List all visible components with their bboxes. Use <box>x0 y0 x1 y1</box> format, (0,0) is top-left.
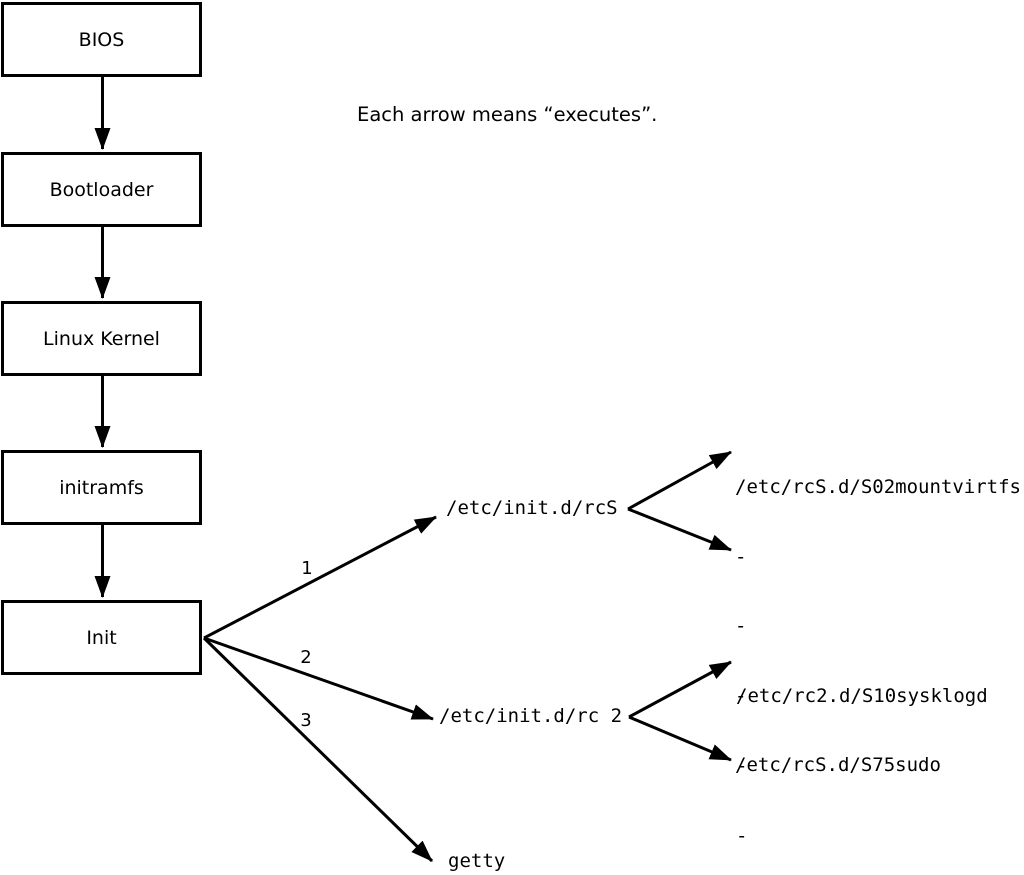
arrow-label-1: 1 <box>301 558 313 579</box>
arrow-init-to-getty <box>202 636 434 863</box>
arrow-init-to-rc2 <box>203 636 434 721</box>
box-init: Init <box>1 600 202 675</box>
arrow-rcS-to-last-script <box>627 507 732 552</box>
list-item: - <box>735 615 747 638</box>
arrow-label-3: 3 <box>300 710 312 731</box>
arrow-label-2: 2 <box>300 647 312 668</box>
label-rc2-script: /etc/init.d/rc 2 <box>439 705 623 727</box>
list-item: /etc/rcS.d/S75sudo <box>735 754 941 777</box>
list-item: /etc/rcS.d/S02mountvirtfs <box>735 476 1021 498</box>
box-linux-kernel: Linux Kernel <box>1 301 202 376</box>
arrow-rc2-to-last-script <box>628 715 732 762</box>
arrow-rc2-to-first-script <box>628 660 732 719</box>
box-init-label: Init <box>86 626 117 649</box>
list-item: - <box>736 825 748 847</box>
box-bios: BIOS <box>1 2 202 77</box>
box-bootloader: Bootloader <box>1 152 202 227</box>
rc2-children-list: /etc/rc2.d/S10sysklogd - - - /etc/rc2.d/… <box>736 639 988 875</box>
arrow-rcS-to-first-script <box>627 450 732 511</box>
label-rcS-script: /etc/init.d/rcS <box>446 497 618 519</box>
box-bootloader-label: Bootloader <box>49 178 154 201</box>
list-item: - <box>735 545 747 568</box>
list-item: /etc/rc2.d/S10sysklogd <box>736 685 988 707</box>
list-item: - <box>735 684 747 707</box>
box-initramfs: initramfs <box>1 450 202 525</box>
arrow-init-to-rcS <box>203 515 437 640</box>
list-item: - <box>736 755 748 777</box>
rcS-children-list: /etc/rcS.d/S02mountvirtfs - - - /etc/rcS… <box>735 431 1021 823</box>
legend-note: Each arrow means “executes”. <box>357 103 658 126</box>
box-linux-kernel-label: Linux Kernel <box>43 327 160 350</box>
label-getty: getty <box>448 850 506 872</box>
box-bios-label: BIOS <box>78 28 125 51</box>
box-initramfs-label: initramfs <box>59 476 144 499</box>
